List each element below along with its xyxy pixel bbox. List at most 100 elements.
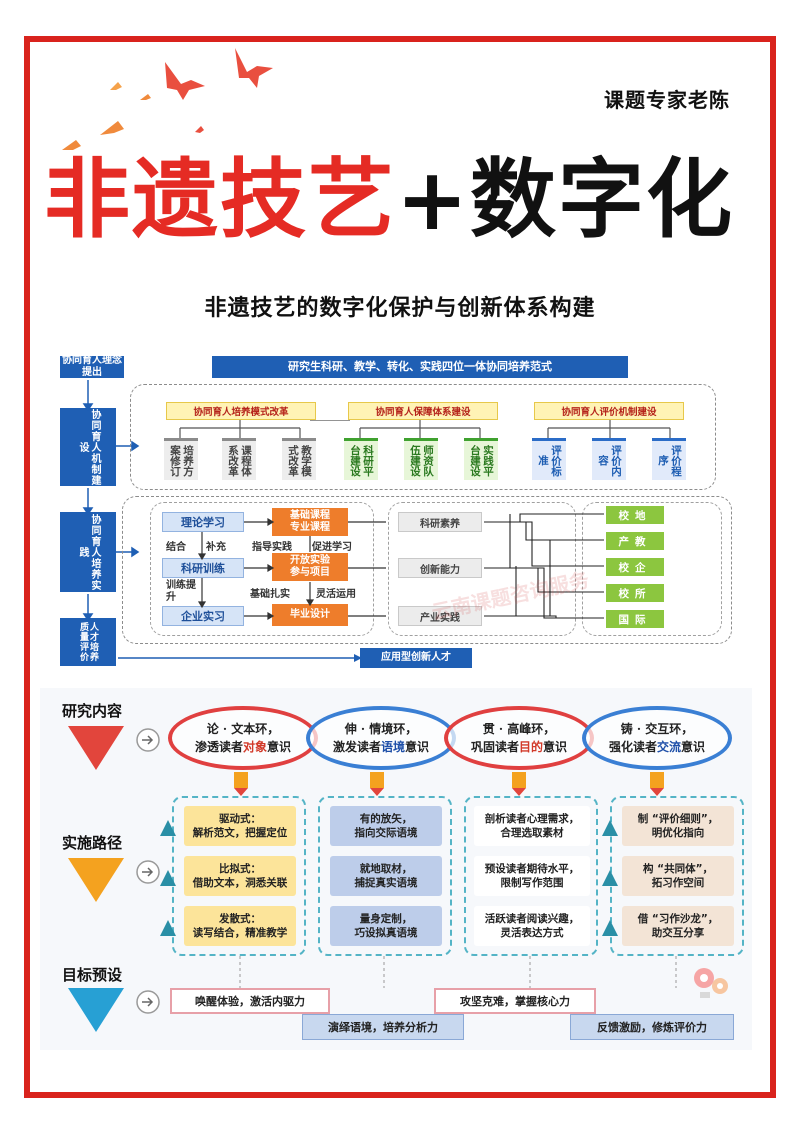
- col1-item-3-l1: 发散式：: [219, 913, 261, 925]
- ring-4: 铸 · 交互环，强化读者交流意识: [582, 706, 732, 770]
- ring-2-pre: 激发读者: [332, 740, 381, 754]
- col3-item-3: 活跃读者阅读兴趣，灵活表达方式: [474, 906, 590, 946]
- practice-connectors: [197, 517, 386, 621]
- col2-item-1-l1: 有的放矢，: [359, 813, 413, 825]
- col2-item-1: 有的放矢， 指向交际语境: [330, 806, 442, 846]
- col4-item-3: 借 “习作沙龙”，助交互分享: [622, 906, 734, 946]
- flying-birds-decoration: [62, 48, 273, 150]
- mechanism-box-6: 实践平台建设: [464, 438, 498, 480]
- evaluation-label: 人才培养质量评价: [60, 618, 116, 666]
- mechanism-header-3: 协同育人评价机制建设: [534, 402, 684, 420]
- partner-2: 产教: [606, 532, 664, 550]
- top-banner: 研究生科研、教学、转化、实践四位一体协同培养范式: [212, 356, 628, 378]
- triangle-markers-4: [602, 820, 618, 936]
- col4-item-1-l1: 制 “评价细则”，: [637, 813, 719, 825]
- practice-mid-2-line1: 开放实验: [290, 555, 330, 566]
- goal-connectors: [239, 956, 677, 988]
- mechanism-header-1: 协同育人培养模式改革: [166, 402, 316, 420]
- main-title: 非遗技艺+数字化: [44, 150, 734, 250]
- bird-icon: [100, 121, 124, 135]
- title-part-2: +数字化: [396, 150, 735, 250]
- col2-item-3-l1: 量身定制，: [359, 913, 413, 925]
- practice-subregion-mid: [388, 502, 576, 636]
- practice-subregion-left: [150, 502, 374, 636]
- ring-3-hl: 目的: [518, 740, 543, 754]
- col2-item-2-l2: 捕捉真实语境: [354, 877, 418, 889]
- label-supplement: 补充: [206, 542, 226, 553]
- col4-item-2-l2: 拓习作空间: [651, 877, 705, 889]
- mechanism-box-4: 科研平台建设: [344, 438, 378, 480]
- mechanism-box-2: 课程体系改革: [222, 438, 256, 480]
- ring-1-head: 论 · 文本环，: [206, 722, 280, 736]
- section-label-content: 研究内容: [62, 702, 123, 720]
- practice-mid-2: 开放实验 参与项目: [272, 553, 348, 581]
- ring-4-text: 铸 · 交互环，强化读者交流意识: [609, 720, 705, 756]
- label-promote: 促进学习: [312, 542, 352, 553]
- ring-2-text: 伸 · 情境环，激发读者语境意识: [333, 720, 429, 756]
- practice-subregion-right: [582, 502, 722, 636]
- col1-item-2-l1: 比拟式：: [219, 863, 261, 875]
- funnel-orange-icon: [68, 858, 160, 902]
- practice-left-3: 企业实习: [162, 606, 244, 626]
- col4-item-1-l2: 明优化指向: [651, 827, 705, 839]
- col1-item-1: 驱动式：解析范文，把握定位: [184, 806, 296, 846]
- bird-icon: [140, 94, 151, 100]
- label-solid: 基础扎实: [250, 589, 290, 600]
- partner-5: 国际: [606, 610, 664, 628]
- practice-mid-2-line2: 参与项目: [290, 567, 330, 578]
- pencil-icon: [512, 772, 526, 788]
- practice-region: [122, 496, 732, 644]
- col2-item-3: 量身定制，巧设拟真语境: [330, 906, 442, 946]
- pencil-icon: [234, 772, 248, 788]
- bird-icon: [195, 126, 204, 133]
- practice-mid-1-line1: 基础课程: [290, 510, 330, 521]
- page-frame: [24, 36, 776, 1098]
- goal-1: 唤醒体验，激活内驱力: [170, 988, 330, 1014]
- ability-3: 产业实践: [398, 606, 482, 626]
- bird-icon: [62, 140, 81, 150]
- funnel-blue-icon: [68, 988, 160, 1032]
- ring-2-hl: 语境: [380, 740, 405, 754]
- mechanism-header-2: 协同育人保障体系建设: [348, 402, 498, 420]
- left-flow-arrows: [82, 380, 140, 622]
- pencil-connectors: [234, 772, 664, 796]
- col3-item-2-l2: 限制写作范围: [500, 877, 564, 889]
- goal-3: 攻坚克难，掌握核心力: [434, 988, 596, 1014]
- title-part-1: 非遗技艺: [44, 150, 396, 250]
- partner-1: 校地: [606, 506, 664, 524]
- section-label-path: 实施路径: [62, 834, 123, 852]
- col2-item-1-l2: 指向交际语境: [354, 827, 418, 839]
- ring-4-post: 意识: [681, 740, 706, 754]
- triangle-markers-1: [160, 820, 176, 936]
- mechanism-box-7: 评价标准: [532, 438, 566, 480]
- label-guide: 指导实践: [252, 542, 292, 553]
- practice-left-1: 理论学习: [162, 512, 244, 532]
- practice-label: 协同育人培养实践: [60, 512, 116, 592]
- label-flexible: 灵活运用: [316, 589, 356, 600]
- ring-2: 伸 · 情境环，激发读者语境意识: [306, 706, 456, 770]
- goal-2: 演绎语境，培养分析力: [302, 1014, 464, 1040]
- ring-3-head: 贯 · 高峰环，: [482, 722, 556, 736]
- bottom-banner-arrow: [118, 654, 362, 662]
- mechanism-box-9: 评价程序: [652, 438, 686, 480]
- mechanism-box-8: 评价内容: [592, 438, 626, 480]
- col2-item-2: 就地取材， 捕捉真实语境: [330, 856, 442, 896]
- ring-3: 贯 · 高峰环， 巩固读者目的意识: [444, 706, 594, 770]
- bird-icon: [165, 62, 205, 100]
- practice-mid-3-line1: 毕业设计: [290, 609, 330, 620]
- col1-item-1-l2: 解析范文，把握定位: [192, 827, 288, 839]
- col3-item-3-l2: 灵活表达方式: [500, 927, 564, 939]
- path-column-2: [318, 796, 452, 956]
- col1-item-3: 发散式：读写结合，精准教学: [184, 906, 296, 946]
- ring-3-text: 贯 · 高峰环， 巩固读者目的意识: [471, 720, 567, 756]
- mechanism-connectors: [179, 420, 671, 438]
- ring-4-hl: 交流: [656, 740, 681, 754]
- mechanism-region: [130, 384, 716, 490]
- mechanism-box-3: 教学模式改革: [282, 438, 316, 480]
- ability-1: 科研素养: [398, 512, 482, 532]
- ring-3-post: 意识: [543, 740, 568, 754]
- col3-item-2: 预设读者期待水平，限制写作范围: [474, 856, 590, 896]
- col2-item-2-l1: 就地取材，: [359, 863, 413, 875]
- ring-3-pre: 巩固读者: [470, 740, 519, 754]
- goal-4: 反馈激励，修炼评价力: [570, 1014, 734, 1040]
